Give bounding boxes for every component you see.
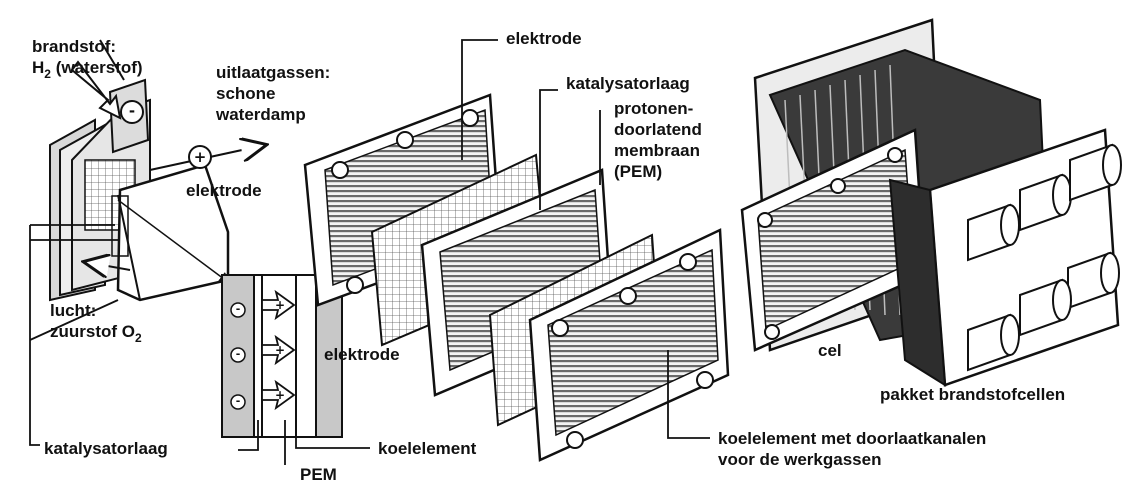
small-fuel-cell: - + — [49, 39, 265, 302]
catalyst-top-label: katalysatorlaag — [566, 74, 690, 93]
detail-minus-1: - — [236, 303, 241, 316]
fuel-label-line1: brandstof: — [32, 37, 117, 56]
detail-minus-3: - — [236, 395, 241, 408]
cell-label: cel — [818, 341, 842, 360]
gas-pipes — [967, 143, 1122, 372]
cooling-plate — [528, 228, 730, 462]
membrane-label-line2: doorlatend — [614, 120, 702, 139]
membrane-label-line1: protonen- — [614, 99, 694, 118]
stack-label: pakket brandstofcellen — [880, 385, 1066, 404]
positive-terminal-icon — [188, 145, 212, 169]
leader-lines — [29, 39, 710, 465]
exploded-view — [303, 93, 730, 462]
membrane-label-line3: membraan — [614, 141, 700, 160]
exhaust-label: uitlaatgassen: schone waterdamp — [216, 62, 330, 125]
fuel-label-sub: 2 — [44, 67, 51, 81]
cooling-long-line2: voor de werkgassen — [718, 450, 882, 469]
exhaust-label-line2: schone — [216, 84, 276, 103]
catalyst-bottom-label: katalysatorlaag — [44, 439, 168, 458]
air-label-line1: lucht: — [50, 301, 97, 320]
detail-plus-2: + — [275, 343, 285, 357]
membrane-label: protonen- doorlatend membraan (PEM) — [614, 98, 702, 182]
fuel-label-h: H — [32, 58, 45, 77]
plus-sign: + — [194, 148, 207, 166]
fuel-cell-stack — [740, 18, 1122, 387]
fuel-label-rest: (waterstof) — [50, 58, 143, 77]
pem-bottom-label: PEM — [300, 465, 337, 484]
cooling-long-label: koelelement met doorlaatkanalen voor de … — [718, 428, 986, 470]
air-label-text: zuurstof O — [50, 322, 135, 341]
exhaust-label-line3: waterdamp — [216, 105, 306, 124]
air-label-sub: 2 — [135, 331, 142, 345]
electrode-detail-label: elektrode — [324, 345, 400, 364]
fuel-label: brandstof: H2 (waterstof) — [32, 36, 143, 85]
membrane-label-line4: (PEM) — [614, 162, 663, 181]
detail-minus-2: - — [236, 348, 241, 361]
negative-terminal-icon — [120, 100, 144, 124]
detail-cross-section: - - - + + + — [221, 274, 343, 438]
electrode-small-label: elektrode — [186, 181, 262, 200]
cooling-bottom-label: koelelement — [378, 439, 477, 458]
detail-plus-1: + — [275, 298, 285, 312]
air-label: lucht: zuurstof O2 — [50, 300, 142, 349]
cooling-long-line1: koelelement met doorlaatkanalen — [718, 429, 987, 448]
electrode-top-label: elektrode — [506, 29, 582, 48]
minus-sign: - — [129, 102, 135, 120]
exhaust-label-line1: uitlaatgassen: — [216, 63, 331, 82]
detail-plus-3: + — [275, 388, 285, 402]
